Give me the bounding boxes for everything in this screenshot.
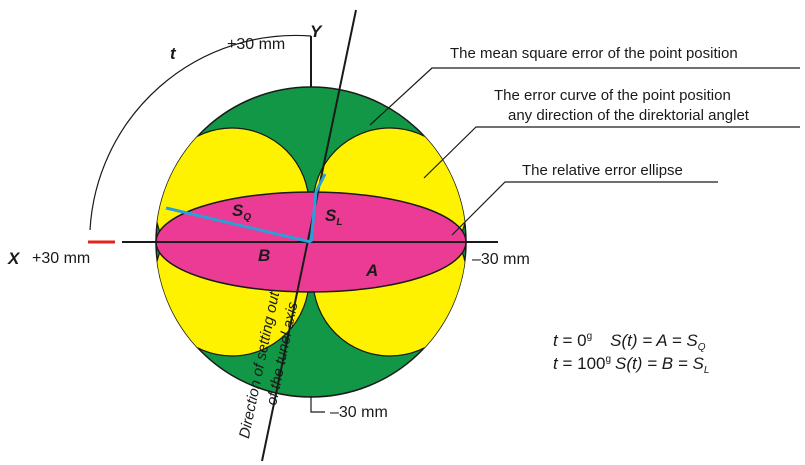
y-axis-label: Y: [310, 22, 323, 41]
plus30-left-label: +30 mm: [32, 250, 90, 267]
minus30-bottom-leader: [310, 396, 325, 413]
callout-leader-mean-square: [369, 67, 800, 126]
a-label: A: [365, 261, 378, 280]
b-label: B: [258, 246, 270, 265]
minus30-bottom-label: –30 mm: [330, 404, 388, 421]
callout-leader-error-curve: [423, 126, 800, 179]
plus30-top-label: +30 mm: [227, 36, 285, 53]
direction-arc: [89, 34, 312, 231]
x-axis-label: X: [7, 249, 21, 268]
tunnel-axis-line: [261, 9, 357, 462]
callout-error-curve-2: any direction of the direktorial anglet: [508, 107, 750, 124]
callout-relative-ellipse: The relative error ellipse: [522, 162, 683, 179]
sq-label: SQ: [232, 201, 251, 223]
minus30-right-label: –30 mm: [472, 251, 530, 268]
sl-label: SL: [325, 206, 342, 228]
callout-error-curve-1: The error curve of the point position: [494, 87, 731, 104]
sq-blue-line: [165, 206, 312, 244]
t-label: t: [170, 44, 177, 63]
callout-leader-relative-ellipse: [451, 181, 718, 236]
sl-blue-line: [309, 173, 327, 243]
callout-mean-square: The mean square error of the point posit…: [450, 45, 738, 62]
